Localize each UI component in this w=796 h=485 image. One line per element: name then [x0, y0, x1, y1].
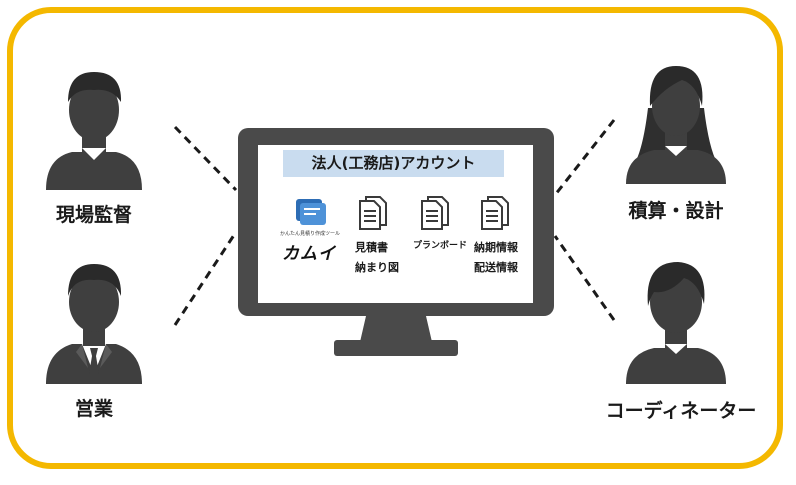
role-label-sales: 営業	[74, 398, 113, 420]
role-label-estimation-design: 積算・設計	[628, 200, 724, 222]
kamui-logo-icon	[296, 199, 326, 225]
site-supervisor-person-icon	[42, 62, 146, 190]
account-title: 法人(工務店)アカウント	[283, 150, 504, 177]
document-label-delivery: 納期情報 配送情報	[474, 238, 518, 278]
document-label-line: プランボード	[413, 241, 468, 251]
coordinator-person-icon	[620, 254, 732, 384]
kamui-logo: かんたん見積り作成ツール カムイ	[280, 195, 352, 265]
logo-wordmark: カムイ	[282, 244, 336, 264]
logo-tagline: かんたん見積り作成ツール	[280, 231, 341, 237]
sales-person-icon	[42, 256, 146, 384]
document-label-line: 見積書	[355, 241, 388, 254]
document-label-line: 納まり図	[355, 261, 399, 274]
document-icon	[359, 196, 387, 230]
role-label-site-supervisor: 現場監督	[55, 204, 132, 226]
document-label-planboard: プランボード	[413, 236, 467, 256]
connector-line	[173, 231, 238, 326]
estimation-design-person-icon	[620, 58, 732, 184]
connector-line	[553, 235, 616, 321]
document-icon	[481, 196, 509, 230]
role-label-coordinator: コーディネーター	[605, 400, 757, 422]
document-icon	[421, 196, 449, 230]
document-label-line: 納期情報	[474, 241, 518, 254]
document-label-estimate: 見積書 納まり図	[355, 238, 399, 278]
connector-line	[553, 119, 616, 196]
document-label-line: 配送情報	[474, 261, 518, 274]
connector-line	[173, 125, 238, 192]
